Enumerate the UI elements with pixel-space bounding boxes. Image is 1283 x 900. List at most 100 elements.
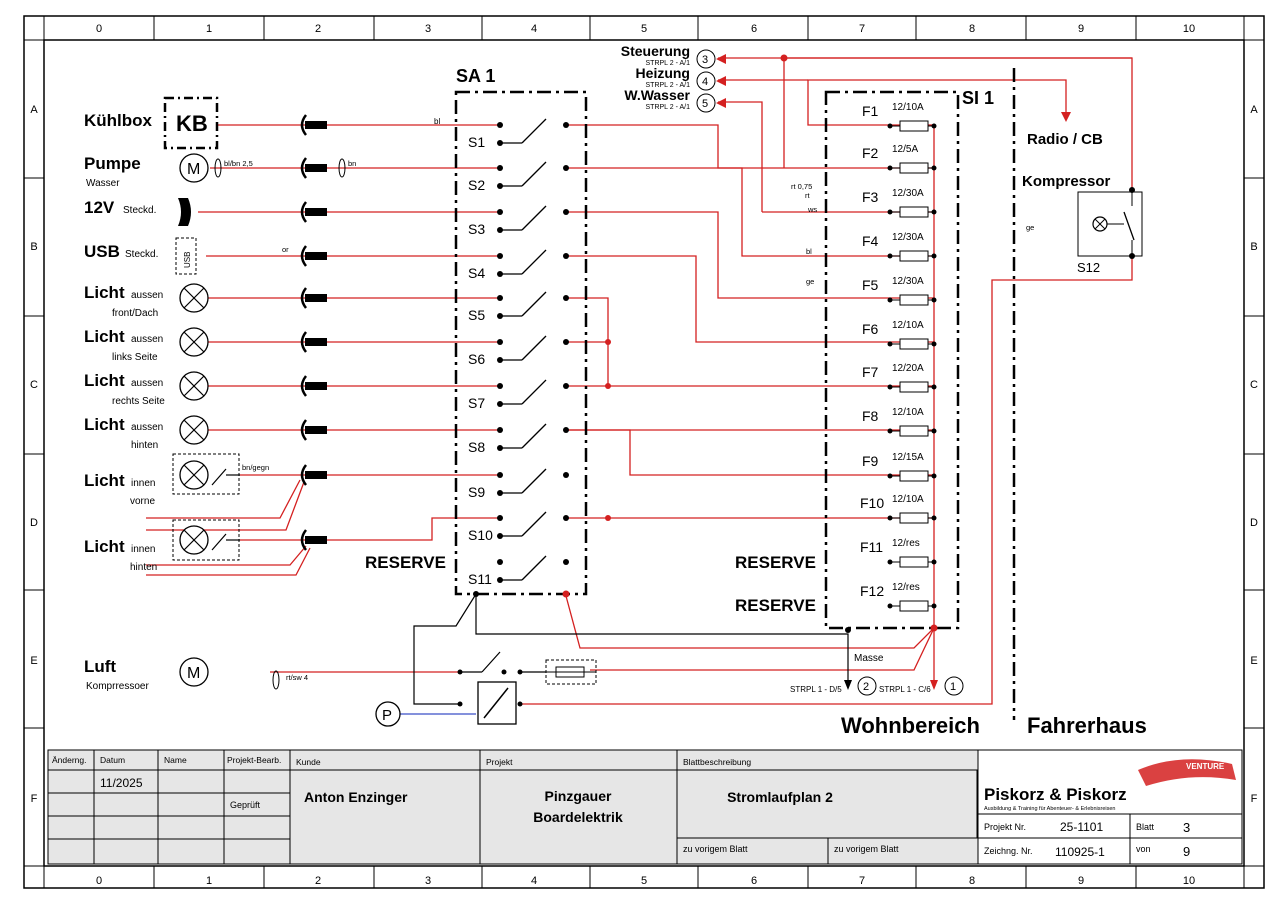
plug-pin-icon [305, 382, 327, 390]
kuehlbox-symbol: KB [176, 111, 208, 136]
switch-label-s10: S10 [468, 527, 493, 543]
licht-links-label: Licht [84, 327, 125, 346]
compressor-motor-icon [179, 657, 209, 687]
radio-label: Radio / CB [1027, 131, 1103, 148]
grid-row-label: F [31, 793, 38, 805]
fuse-icon [899, 120, 929, 132]
fuse-label-f11: F11 [860, 539, 883, 555]
steckdose-12v-label: 12V [84, 198, 115, 217]
licht-innen-vorne-label: Licht [84, 471, 125, 490]
licht-innen-hinten-label: Licht [84, 537, 125, 556]
output-label-2: W.Wasser [624, 87, 690, 103]
fuse-icon [899, 600, 929, 612]
licht-innen-hinten-sub1: innen [131, 544, 155, 555]
switch-contact [563, 515, 569, 521]
tb-h-projekt-bearb: Projekt-Bearb. [227, 755, 281, 765]
fuse-rating: 12/10A [892, 494, 924, 505]
plug-socket-icon [300, 245, 308, 267]
grid-row-label: D [1250, 517, 1258, 529]
fuse-label-f5: F5 [862, 277, 879, 293]
sa1-title: SA 1 [456, 66, 495, 86]
fuse-icon [899, 425, 929, 437]
logo-text: VENTURE [1186, 762, 1225, 771]
switch-contact [563, 253, 569, 259]
fuse-label-f4: F4 [862, 233, 879, 249]
si1-reserve-2: RESERVE [735, 596, 816, 615]
output-label-0: Steuerung [621, 43, 690, 59]
wire-label-rt075: rt 0,75 [791, 182, 812, 191]
switch-lever [521, 379, 547, 405]
switch-label-s8: S8 [468, 439, 485, 455]
switch-lever [521, 423, 547, 449]
fuse-rating: 12/res [892, 538, 920, 549]
fuse-icon [899, 338, 929, 350]
connector-1-circle [944, 676, 964, 696]
plug-pin-icon [305, 426, 327, 434]
s12-label: S12 [1077, 260, 1100, 275]
title-block: Änderng. Datum Name Projekt-Bearb. Kunde… [47, 749, 1243, 865]
grid-column-label: 9 [1078, 875, 1084, 887]
grid-column-label: 2 [315, 875, 321, 887]
switch-lever [521, 161, 547, 187]
fuse-label-f8: F8 [862, 408, 879, 424]
fuse-icon [899, 206, 929, 218]
fuse-label-f3: F3 [862, 189, 879, 205]
grid-column-label: 10 [1183, 23, 1195, 35]
switch-contact [497, 559, 503, 565]
connector-2-ref: STRPL 1 - D/5 [790, 685, 842, 694]
grid-column-label: 3 [425, 23, 431, 35]
tb-zu-vorigem-1: zu vorigem Blatt [683, 844, 748, 854]
switch-contact [563, 122, 569, 128]
connector-1-ref: STRPL 1 - C/6 [879, 685, 931, 694]
usb-symbol: USB [183, 252, 192, 268]
licht-links-sub1: aussen [131, 334, 163, 345]
tb-h-aenderung: Änderng. [52, 755, 87, 765]
connectors [300, 114, 327, 551]
plug-pin-icon [305, 536, 327, 544]
tb-projekt-2: Boardelektrik [533, 809, 623, 825]
wire-label-ge2: ge [1026, 223, 1034, 232]
fuse-rating: 12/res [892, 582, 920, 593]
arrow-down-icon [1061, 112, 1071, 122]
fuse-label-f2: F2 [862, 145, 879, 161]
fuse-label-f1: F1 [862, 103, 879, 119]
fuse-rating: 12/30A [892, 276, 924, 287]
grid-row-label: D [30, 517, 38, 529]
grid-row-label: A [1250, 104, 1258, 116]
plug-pin-icon [305, 208, 327, 216]
fuse-rating: 12/30A [892, 232, 924, 243]
fuse-rating: 12/5A [892, 144, 918, 155]
grid-column-label: 6 [751, 875, 757, 887]
wire-marker-icon [272, 670, 280, 690]
sa1-reserve-label: RESERVE [365, 553, 446, 572]
switch-label-s9: S9 [468, 484, 485, 500]
pumpe-sub: Wasser [86, 178, 120, 189]
switch-lever [521, 205, 547, 231]
grid-column-label: 7 [859, 875, 865, 887]
pressure-switch-icon [375, 701, 401, 727]
switch-contact [563, 339, 569, 345]
tb-h-blatt: Blattbeschreibung [683, 757, 751, 767]
tb-projekt-nr: 25-1101 [1060, 820, 1103, 834]
arrow-down-icon [844, 680, 852, 690]
fuse-icon [899, 162, 929, 174]
grid-column-label: 1 [206, 23, 212, 35]
plug-socket-icon [300, 375, 308, 397]
plug-socket-icon [300, 114, 308, 136]
tb-zeichng-label: Zeichng. Nr. [984, 846, 1033, 856]
fuse-icon [899, 294, 929, 306]
plug-pin-icon [305, 252, 327, 260]
output-num-1: 4 [702, 76, 708, 88]
plug-pin-icon [305, 338, 327, 346]
socket-12v-icon [178, 198, 191, 226]
switch-lever [521, 335, 547, 361]
arrow-down-icon [930, 680, 938, 690]
switch-contact [497, 383, 503, 389]
licht-innen-hinten-box [172, 519, 240, 561]
grid-column-label: 0 [96, 23, 102, 35]
switch-label-s5: S5 [468, 307, 485, 323]
grid-column-label: 9 [1078, 23, 1084, 35]
compressor-control [457, 590, 938, 725]
plug-socket-icon [300, 464, 308, 486]
